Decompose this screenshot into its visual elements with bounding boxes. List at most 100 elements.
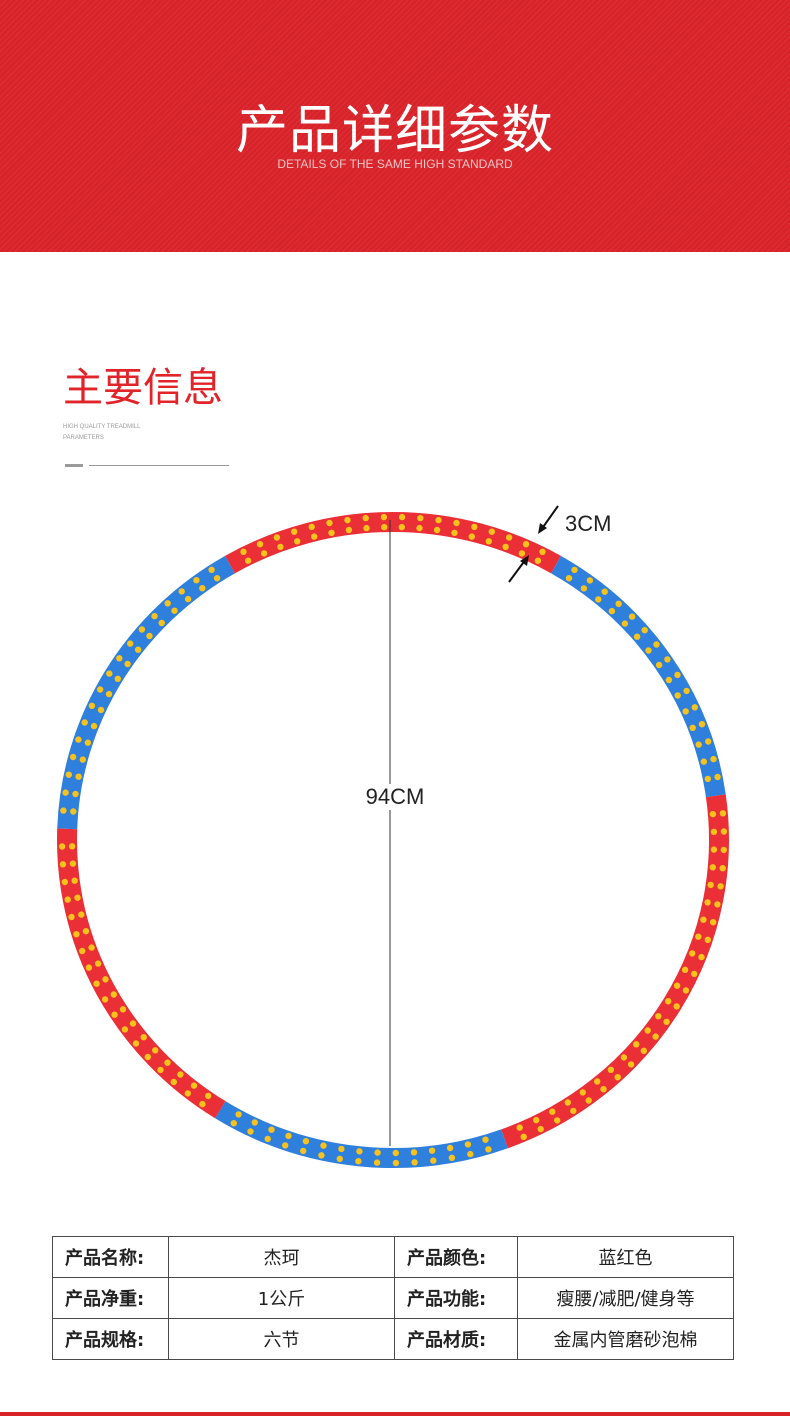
- hoop-dot: [59, 861, 67, 868]
- hoop-dot: [709, 919, 717, 926]
- hoop-dot: [710, 846, 718, 853]
- spec-key: 产品净重:: [52, 1277, 169, 1319]
- hoop-dot: [549, 1108, 556, 1115]
- hoop-dot: [652, 1033, 659, 1040]
- hoop-dot: [691, 704, 698, 711]
- hoop-dot: [533, 1116, 540, 1124]
- spec-value: 蓝红色: [517, 1236, 734, 1278]
- hoop-dot: [428, 1147, 436, 1154]
- table-row: 产品净重: 1公斤 产品功能: 瘦腰/减肥/健身等: [52, 1277, 734, 1319]
- hoop-dot: [695, 933, 702, 940]
- hoop-segment-red: [57, 828, 226, 1119]
- hoop-dot: [411, 1159, 418, 1166]
- width-arrow-lower-head: [520, 555, 529, 566]
- hoop-dot: [79, 756, 87, 763]
- hoop-dot: [633, 633, 641, 640]
- spec-value: 1公斤: [168, 1277, 395, 1319]
- hoop-segment-blue: [215, 1101, 508, 1168]
- hoop-dot: [381, 523, 388, 531]
- hoop-dot: [471, 523, 478, 531]
- hoop-dot: [208, 566, 215, 573]
- hoop-dot: [61, 878, 68, 886]
- hoop-dot: [58, 843, 66, 850]
- hoop-dot: [102, 976, 109, 983]
- hoop-dot: [720, 828, 728, 835]
- hoop-dot: [363, 524, 370, 532]
- hoop-dot: [607, 1066, 615, 1074]
- hoop-dot: [720, 846, 727, 854]
- hoop-dot: [164, 600, 171, 607]
- hoop-dot: [674, 671, 681, 679]
- hoop-dot: [467, 1150, 474, 1158]
- bottom-bar: [0, 1412, 790, 1416]
- spec-key: 产品规格:: [52, 1318, 169, 1360]
- hoop-dot: [79, 947, 86, 955]
- hoop-dot: [170, 1078, 177, 1086]
- hoop-dot: [75, 773, 82, 780]
- hoop-dot: [416, 524, 423, 532]
- hoop-dot: [664, 656, 671, 663]
- hoop-dot: [158, 619, 165, 627]
- hoop-dot: [338, 1145, 345, 1153]
- hoop-dot: [318, 1152, 325, 1159]
- hoop-dot: [184, 1090, 191, 1097]
- banner-subtitle: DETAILS OF THE SAME HIGH STANDARD: [277, 157, 513, 171]
- hoop-dot: [410, 1149, 418, 1156]
- hoop-segments: [57, 512, 729, 1168]
- hoop-dot: [580, 585, 588, 592]
- hoop-dot: [717, 883, 724, 890]
- hoop-dot: [464, 1141, 472, 1148]
- hoop-dot: [585, 1097, 592, 1104]
- hoop-dot: [380, 513, 388, 521]
- hoop-dot: [502, 543, 509, 551]
- hoop-dots: [58, 513, 728, 1167]
- hoop-dot: [600, 1086, 607, 1093]
- hoop-dot: [448, 1154, 456, 1162]
- hoop-dot: [68, 913, 75, 921]
- hoop-dot: [689, 724, 696, 731]
- hoop-dot: [74, 894, 81, 901]
- hoop-dot: [344, 516, 351, 524]
- spec-key: 产品材质:: [394, 1318, 518, 1360]
- hoop-dot: [468, 533, 475, 540]
- hoop-dot: [96, 686, 104, 693]
- hoop-dot: [60, 807, 67, 814]
- hoop-dot: [320, 1142, 327, 1149]
- spec-value: 瘦腰/减肥/健身等: [517, 1277, 734, 1319]
- hoop-dot: [355, 1158, 362, 1165]
- hoop-dot: [621, 620, 629, 627]
- hoop-dot: [614, 1074, 621, 1081]
- hoop-segment-red: [225, 512, 561, 574]
- hoop-dot: [78, 911, 85, 918]
- hoop-dot: [435, 516, 442, 524]
- hoop-dot: [69, 860, 77, 867]
- hoop-dot: [673, 982, 681, 989]
- hoop-dot: [698, 721, 706, 728]
- hoop-dot: [673, 1003, 680, 1010]
- hoop-dot: [268, 1126, 275, 1133]
- hoop-dot: [127, 640, 134, 647]
- hoop-dot: [710, 828, 718, 835]
- spec-value: 杰珂: [168, 1236, 395, 1278]
- hoop-dot: [282, 1142, 289, 1149]
- hoop-dot: [106, 670, 113, 677]
- hoop-dot: [138, 626, 146, 633]
- hoop-dot: [594, 1078, 601, 1085]
- tube-width-label: 3CM: [565, 511, 612, 536]
- spec-value: 金属内管磨砂泡棉: [517, 1318, 734, 1360]
- hoop-dot: [698, 953, 705, 961]
- hoop-dot: [392, 1149, 399, 1157]
- hoop-dot: [97, 706, 105, 714]
- hoop-dot: [520, 1133, 527, 1141]
- hoop-dot: [570, 1107, 577, 1115]
- section-divider-short: [65, 464, 83, 467]
- hoop-dot: [328, 529, 335, 536]
- spec-value: 六节: [168, 1318, 395, 1360]
- hoop-dot: [65, 771, 73, 778]
- section-title: 主要信息: [63, 365, 223, 411]
- hoop-dot: [93, 980, 100, 987]
- hoop-dot: [681, 966, 689, 973]
- hoop-dot: [235, 1111, 242, 1118]
- hoop-dot: [213, 575, 221, 582]
- hoop-dot: [157, 1066, 164, 1074]
